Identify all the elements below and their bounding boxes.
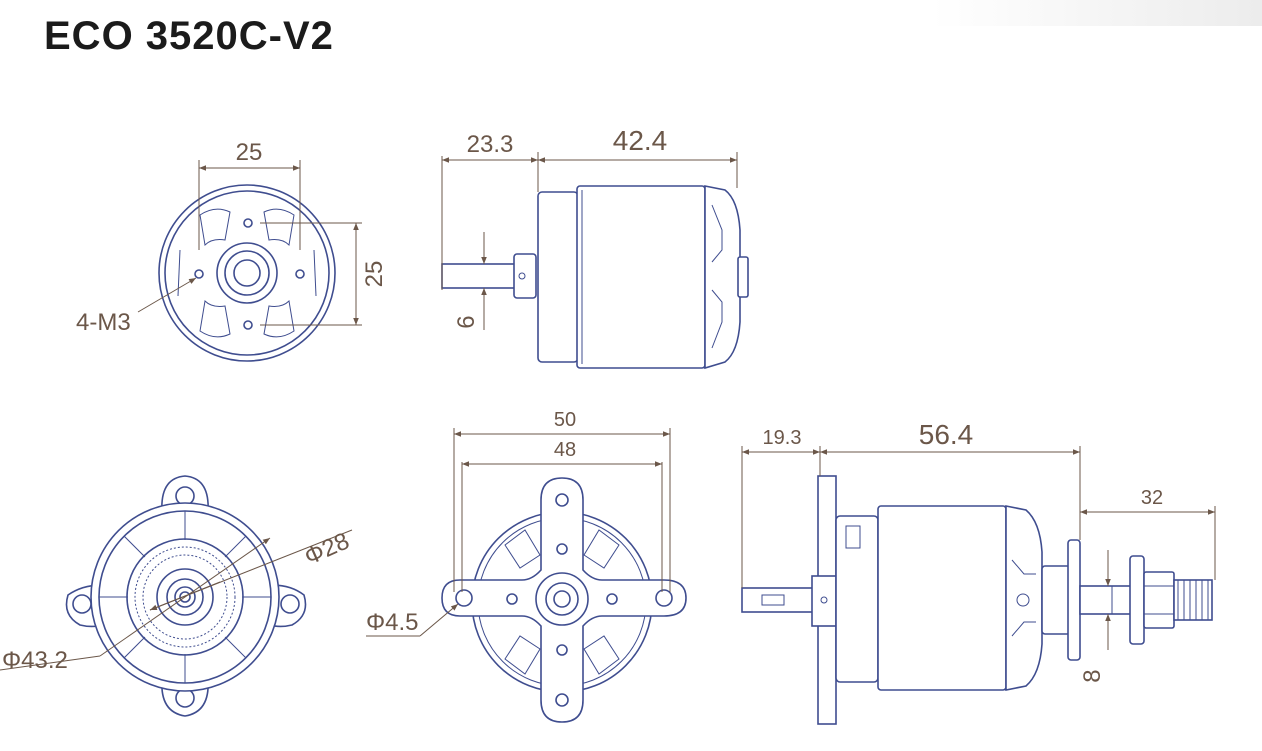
front-view: Φ28 Φ43.2 xyxy=(0,475,354,717)
mount-dim-inner: 48 xyxy=(554,439,576,461)
assembly-dim-adapter-dia: 8 xyxy=(1079,669,1106,682)
side-dim-body: 42.4 xyxy=(613,125,668,156)
rear-dim-width: 25 xyxy=(236,139,263,166)
mount-view: 50 48 Φ4.5 xyxy=(366,409,687,723)
assembly-dim-adapter: 32 xyxy=(1141,487,1163,509)
mount-dim-hole: Φ4.5 xyxy=(366,609,419,636)
rear-view: 25 25 4-M3 xyxy=(76,139,388,362)
side-dim-shaft: 23.3 xyxy=(467,131,514,158)
page-title: ECO 3520C-V2 xyxy=(44,14,334,58)
mount-dim-outer: 50 xyxy=(554,409,576,431)
assembly-dim-rear-shaft: 19.3 xyxy=(763,427,802,449)
side-dim-shaft-dia: 6 xyxy=(453,315,480,328)
assembly-view: 19.3 56.4 32 8 xyxy=(741,419,1216,725)
thread-label: 4-M3 xyxy=(76,309,131,336)
corner-shade xyxy=(932,0,1262,26)
rear-dim-height: 25 xyxy=(361,261,388,288)
side-view: 23.3 42.4 6 xyxy=(441,125,749,370)
assembly-dim-total: 56.4 xyxy=(919,419,974,450)
front-dim-outer: Φ43.2 xyxy=(2,647,68,674)
front-dim-inner: Φ28 xyxy=(301,527,354,570)
